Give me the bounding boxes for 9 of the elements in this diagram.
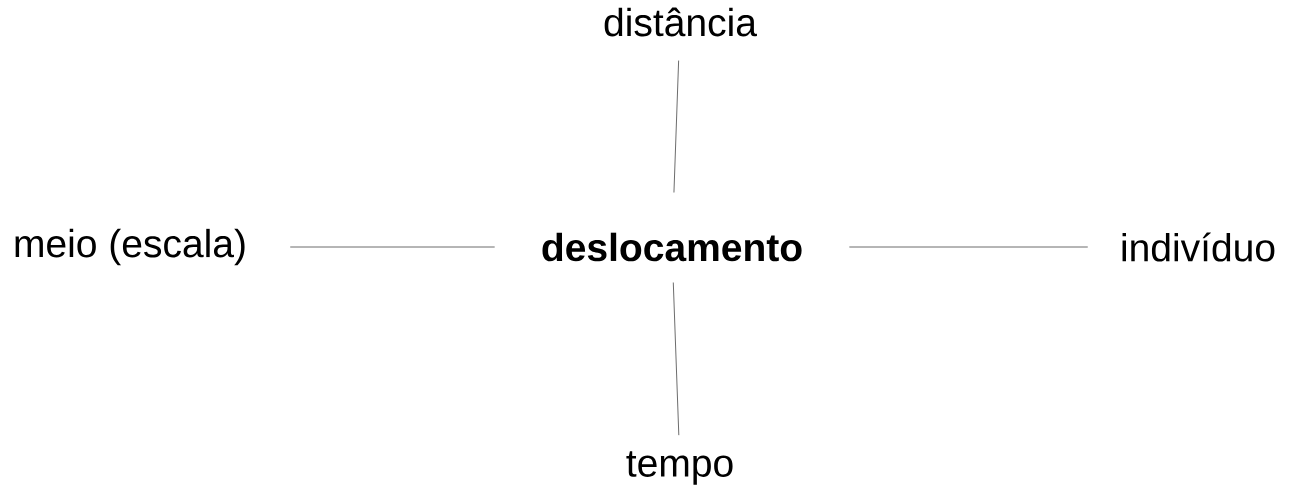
connector-line [848, 246, 1089, 248]
concept-label: distância [604, 7, 757, 37]
concept-label: tempo [626, 451, 733, 485]
concept-label: meio (escala) [15, 228, 245, 266]
center-label: deslocamento [542, 232, 802, 262]
connector-line [289, 246, 496, 248]
connector-line [673, 60, 680, 193]
connector-line [672, 282, 680, 436]
concept-label: indivíduo [1122, 232, 1275, 262]
